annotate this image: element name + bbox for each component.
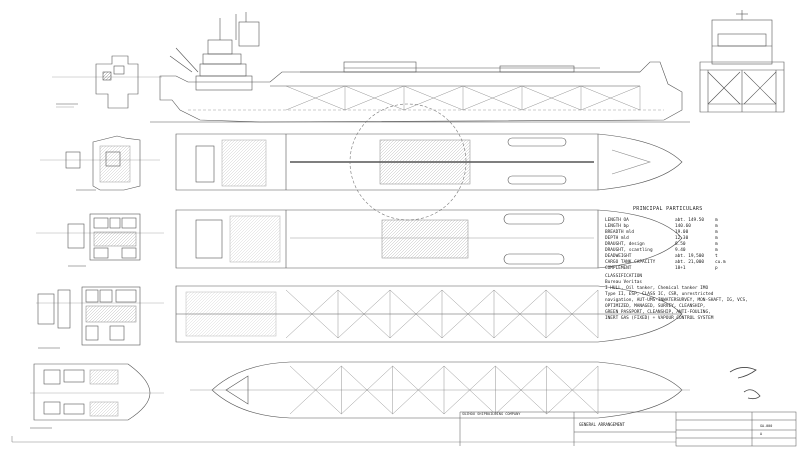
funnel-top-view	[52, 55, 162, 109]
particulars-unit: cu.m	[715, 260, 726, 265]
particulars-row: BREADTH mld 19.00 m	[605, 230, 790, 236]
tank-cell-line	[580, 85, 641, 111]
particulars-unit: m	[715, 242, 718, 247]
tank-cell-line	[545, 289, 599, 339]
compass-deck-view	[40, 135, 160, 191]
particulars-row: DRAUGHT, scantling 9.40 m	[605, 248, 790, 254]
sheet-frame	[11, 436, 676, 443]
tank-plan-cells	[285, 289, 599, 339]
particulars-row: DEADWEIGHT abt. 19,500 t	[605, 254, 790, 260]
particulars-row: CARGO TANK CAPACITY abt. 21,000 cu.m	[605, 260, 790, 266]
tank-cell-line	[341, 365, 393, 415]
classification-line: I HULL, Oil tanker, Chemical tanker IMO	[605, 286, 709, 291]
main-deck-plan	[175, 209, 683, 269]
particulars-label: DEADWEIGHT	[605, 254, 632, 259]
particulars-label: LENGTH bp	[605, 224, 629, 229]
bottom-plan-cells	[289, 365, 599, 415]
profile-cargo-tanks	[285, 85, 641, 111]
particulars-unit: m	[715, 230, 718, 235]
particulars-label: DRAUGHT, design	[605, 242, 645, 247]
particulars-value: 12.30	[675, 236, 689, 241]
tank-cell-line	[344, 85, 405, 111]
classification-line: INERT GAS (FIXED) + VAPOUR CONTROL SYSTE…	[605, 316, 714, 321]
particulars-row: DEPTH mld 12.30 m	[605, 236, 790, 242]
classification-line: Bureau Veritas	[605, 280, 643, 285]
classification-line: OPTIMIZED, MANAGED, SURVEY, CLEANSHIP,	[605, 304, 706, 309]
tank-cell-line	[443, 365, 496, 415]
ship-profile-view	[150, 12, 690, 123]
particulars-label: BREADTH mld	[605, 230, 635, 235]
particulars-value: 9.40	[675, 248, 686, 253]
poop-deck-view	[30, 363, 164, 429]
particulars-label: LENGTH OA	[605, 218, 629, 223]
bottom-plan	[190, 361, 690, 419]
particulars-value: 8.50	[675, 242, 686, 247]
particulars-label: COMPLEMENT	[605, 266, 632, 271]
tank-cell-line	[441, 289, 495, 339]
title-block-grid	[459, 411, 797, 447]
particulars-value: 19.00	[675, 230, 689, 235]
particulars-value: abt. 149.50	[675, 218, 705, 223]
particulars-row: DRAUGHT, design 8.50 m	[605, 242, 790, 248]
midship-section-view	[699, 10, 785, 113]
drawing-number: GA-000	[760, 424, 773, 428]
particulars-label: DRAUGHT, scantling	[605, 248, 653, 253]
company-name: SUZHOU SHIPBUILDING COMPANY	[462, 412, 521, 416]
tank-cell-line	[337, 289, 391, 339]
a-deck-view	[36, 286, 164, 349]
tank-cell-line	[285, 289, 339, 339]
particulars-label: CARGO TANK CAPACITY	[605, 260, 656, 265]
tank-cell-line	[403, 85, 464, 111]
tank-cell-line	[389, 289, 443, 339]
classification-line: GREEN PASSPORT, CLEANSHIP, ANTI-FOULING,	[605, 310, 711, 315]
particulars-value: 140.60	[675, 224, 691, 229]
tank-cell-line	[285, 85, 346, 111]
tank-cell-line	[462, 85, 523, 111]
bridge-deck-view	[36, 213, 164, 267]
drawing-title: GENERAL ARRANGEMENT	[579, 422, 625, 427]
drawing-revision: A	[760, 432, 763, 436]
particulars-label: DEPTH mld	[605, 236, 629, 241]
particulars-unit: t	[715, 254, 718, 259]
particulars-value: abt. 21,000	[675, 260, 705, 265]
particulars-heading: PRINCIPAL PARTICULARS	[633, 206, 703, 212]
tank-cell-line	[392, 365, 445, 415]
tank-cell-line	[289, 365, 342, 415]
particulars-unit: m	[715, 224, 718, 229]
particulars-value: abt. 19,500	[675, 254, 705, 259]
particulars-row: COMPLEMENT 18+1 p	[605, 266, 790, 272]
principal-particulars: PRINCIPAL PARTICULARS LENGTH OA abt. 149.…	[605, 206, 790, 322]
particulars-row: LENGTH bp 140.60 m	[605, 224, 790, 230]
signature-marks	[729, 367, 761, 400]
upper-deck-plan	[175, 103, 683, 221]
tank-cell-line	[493, 289, 547, 339]
particulars-row: LENGTH OA abt. 149.50 m	[605, 218, 790, 224]
tank-cell-line	[521, 85, 582, 111]
particulars-unit: m	[715, 248, 718, 253]
tank-plan	[175, 285, 683, 343]
tank-cell-line	[495, 365, 547, 415]
particulars-unit: m	[715, 236, 718, 241]
classification-line: navigation, AUT-UMS-INWATERSURVEY, MON-S…	[605, 298, 748, 303]
classification-line: Type II, ESP, CLASS IC, CSR, unrestricte…	[605, 292, 714, 297]
classification-label: CLASSIFICATION	[605, 274, 643, 279]
particulars-unit: m	[715, 218, 718, 223]
tank-cell-line	[546, 365, 599, 415]
particulars-value: 18+1	[675, 266, 686, 271]
particulars-unit: p	[715, 266, 718, 271]
